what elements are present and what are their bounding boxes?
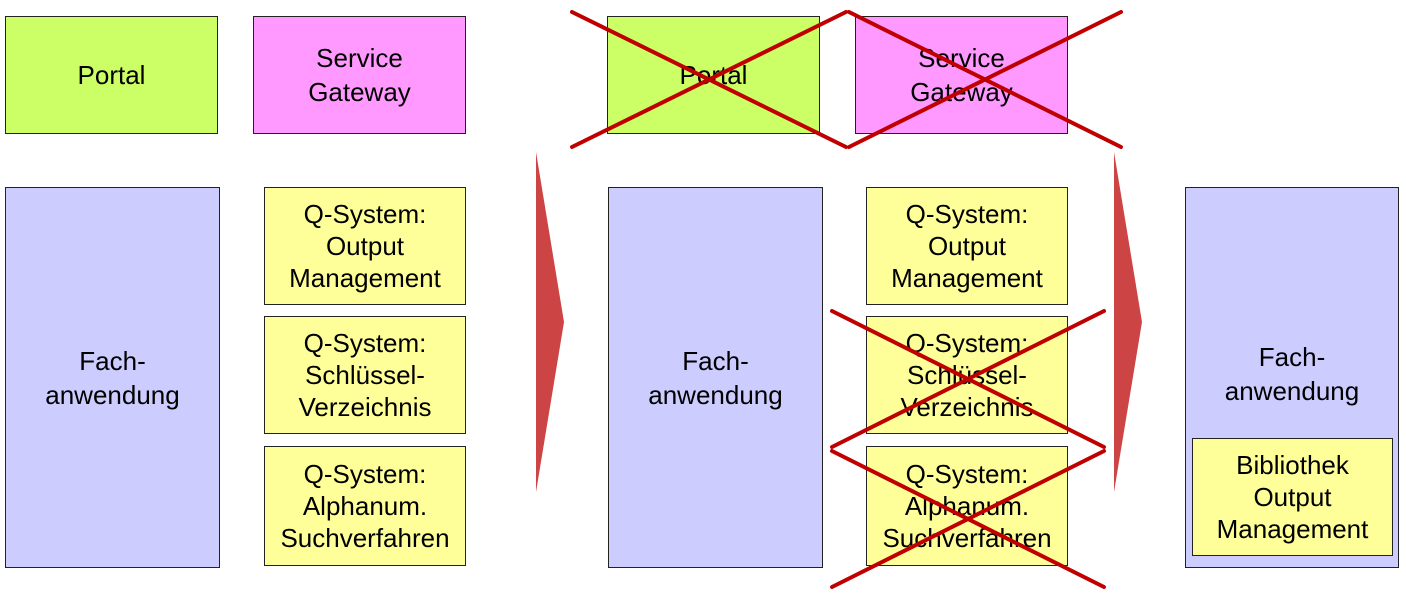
stage2-q-output-label: Q-System: Output Management xyxy=(891,199,1043,293)
cross-portal xyxy=(570,10,848,149)
cross-q-key xyxy=(830,309,1106,449)
stage1-q-output-label: Q-System: Output Management xyxy=(289,199,441,293)
stage1-portal-label: Portal xyxy=(77,60,146,90)
stage1-application-label: Fach- anwendung xyxy=(45,345,180,410)
stage3-application-label: Fach- anwendung xyxy=(1224,342,1360,406)
transition-arrow-2 xyxy=(1114,152,1142,492)
stage1-q-key-box: Q-System: Schlüssel- Verzeichnis xyxy=(264,316,466,434)
stage1-gateway-label: Service Gateway xyxy=(308,43,411,107)
stage1-q-search-box: Q-System: Alphanum. Suchverfahren xyxy=(264,446,466,566)
stage1-q-search-label: Q-System: Alphanum. Suchverfahren xyxy=(280,459,450,553)
stage1-q-output-box: Q-System: Output Management xyxy=(264,187,466,305)
stage2-application-label: Fach- anwendung xyxy=(648,345,783,410)
stage3-library-box: Bibliothek Output Management xyxy=(1192,438,1393,556)
stage2-q-output-box: Q-System: Output Management xyxy=(866,187,1068,305)
stage1-gateway-box: Service Gateway xyxy=(253,16,466,134)
cross-gateway xyxy=(847,10,1123,149)
stage2-q-key-label: Q-System: Schlüssel- Verzeichnis xyxy=(900,328,1034,422)
stage2-application-box: Fach- anwendung xyxy=(608,187,823,568)
stage1-portal-box: Portal xyxy=(5,16,218,134)
transition-arrow-1 xyxy=(536,152,564,492)
stage1-q-key-label: Q-System: Schlüssel- Verzeichnis xyxy=(298,328,432,422)
cross-q-search xyxy=(830,449,1106,589)
stage1-application-box: Fach- anwendung xyxy=(5,187,220,568)
stage3-library-label: Bibliothek Output Management xyxy=(1216,450,1369,544)
